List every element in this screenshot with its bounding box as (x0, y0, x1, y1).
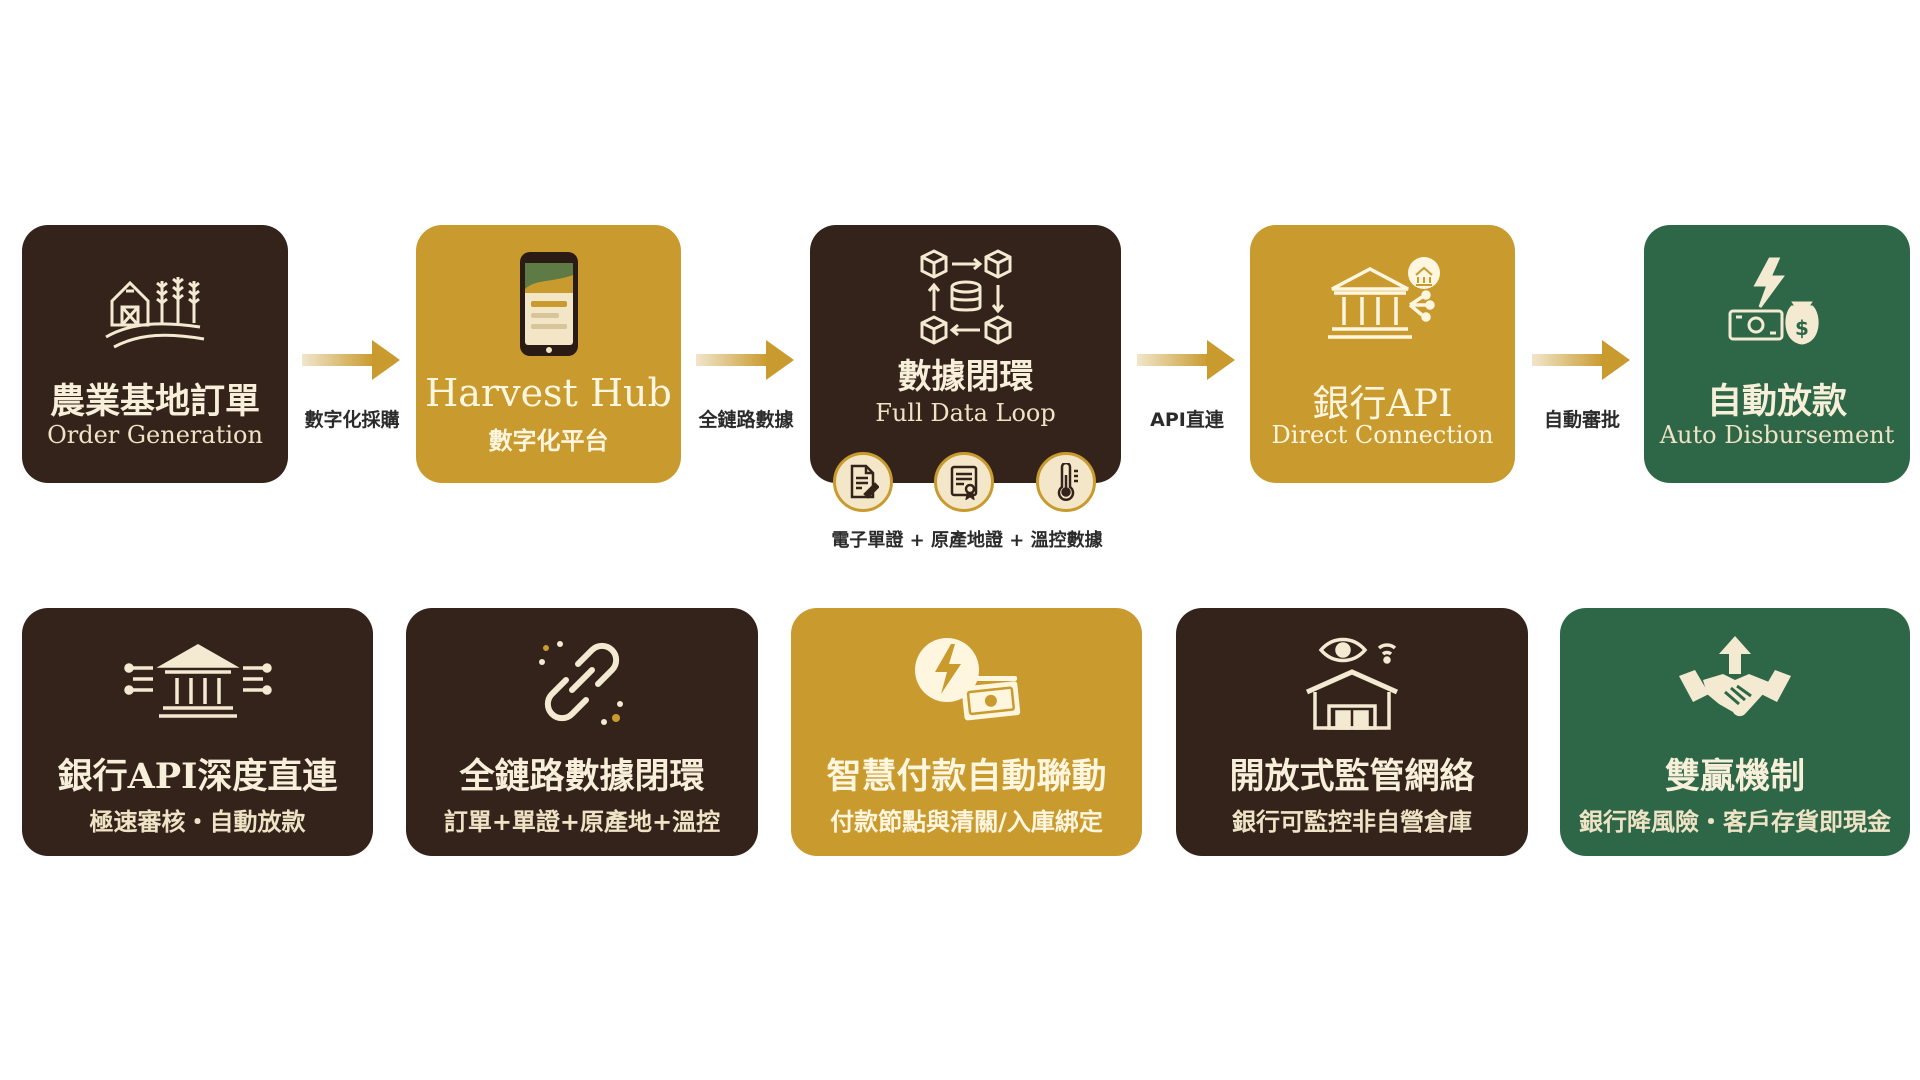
arrow-icon (696, 340, 794, 380)
step-subtitle: 數字化平台 (488, 427, 609, 455)
arrow-label: 數字化採購 (304, 409, 400, 431)
arrow-label: 全鏈路數據 (698, 409, 794, 431)
feature-card-open-supervision: 開放式監管網絡 銀行可監控非自營倉庫 (1176, 608, 1528, 856)
bank-network-icon (123, 643, 272, 718)
feature-title: 雙贏機制 (1664, 756, 1805, 797)
warehouse-monitor-icon (1305, 637, 1399, 730)
arrow-label: API直連 (1150, 409, 1224, 431)
payment-cash-icon (914, 638, 1020, 721)
data-loop-icon (920, 249, 1011, 345)
feature-subtitle: 付款節點與清關/入庫綁定 (830, 808, 1103, 836)
feature-subtitle: 銀行降風險・客戶存貨即現金 (1579, 808, 1891, 836)
farm-icon (105, 277, 205, 349)
arrow-icon (302, 340, 400, 380)
feature-card-win-win: 雙贏機制 銀行降風險・客戶存貨即現金 (1560, 608, 1910, 856)
step-title: 農業基地訂單 (49, 381, 260, 422)
feature-subtitle: 訂單+單證+原產地+溫控 (443, 808, 721, 836)
feature-subtitle: 極速審核・自動放款 (89, 808, 306, 836)
bank-api-icon (1327, 257, 1440, 339)
certificate-badge (934, 452, 994, 512)
feature-title: 銀行API深度直連 (57, 756, 338, 797)
feature-title: 全鏈路數據閉環 (459, 756, 705, 797)
feature-card-bank-api-direct: 銀行API深度直連 極速審核・自動放款 (22, 608, 373, 856)
feature-subtitle: 銀行可監控非自營倉庫 (1232, 808, 1472, 836)
smartphone-icon (519, 252, 578, 356)
feature-card-full-chain-data: 全鏈路數據閉環 訂單+單證+原產地+溫控 (406, 608, 758, 856)
step-title: 自動放款 (1706, 381, 1847, 422)
arrow-label: 自動審批 (1543, 409, 1620, 431)
step-subtitle: Full Data Loop (875, 399, 1056, 427)
step-card-auto-disbursement: $ 自動放款 Auto Disbursement (1644, 225, 1910, 483)
step-card-full-data-loop: 數據閉環 Full Data Loop (810, 225, 1121, 483)
step-card-order-generation: 農業基地訂單 Order Generation (22, 225, 288, 483)
thermometer-icon (1057, 463, 1078, 501)
thermometer-badge (1036, 452, 1096, 512)
chain-link-icon (539, 641, 623, 725)
certificate-icon (950, 465, 978, 500)
arrow-icon (1137, 340, 1235, 380)
step-title: 銀行API (1312, 382, 1453, 425)
e-document-badge (833, 452, 893, 512)
step-title: 數據閉環 (897, 357, 1034, 397)
handshake-icon (1679, 636, 1791, 717)
evidence-label: 電子單證 + 原產地證 + 溫控數據 (831, 530, 1103, 551)
step-subtitle: Order Generation (47, 421, 263, 449)
e-document-icon (850, 464, 879, 499)
feature-card-smart-payment: 智慧付款自動聯動 付款節點與清關/入庫綁定 (791, 608, 1142, 856)
step-card-harvest-hub: Harvest Hub 數字化平台 (416, 225, 681, 483)
arrow-icon (1532, 340, 1630, 380)
money-flash-icon: $ (1728, 257, 1819, 345)
feature-title: 智慧付款自動聯動 (826, 756, 1107, 797)
feature-title: 開放式監管網絡 (1229, 756, 1475, 797)
step-subtitle: Auto Disbursement (1659, 421, 1895, 449)
step-title: Harvest Hub (425, 371, 672, 415)
step-subtitle: Direct Connection (1271, 421, 1494, 449)
svg-text:$: $ (1795, 316, 1809, 340)
step-card-bank-api: 銀行API Direct Connection (1250, 225, 1515, 483)
